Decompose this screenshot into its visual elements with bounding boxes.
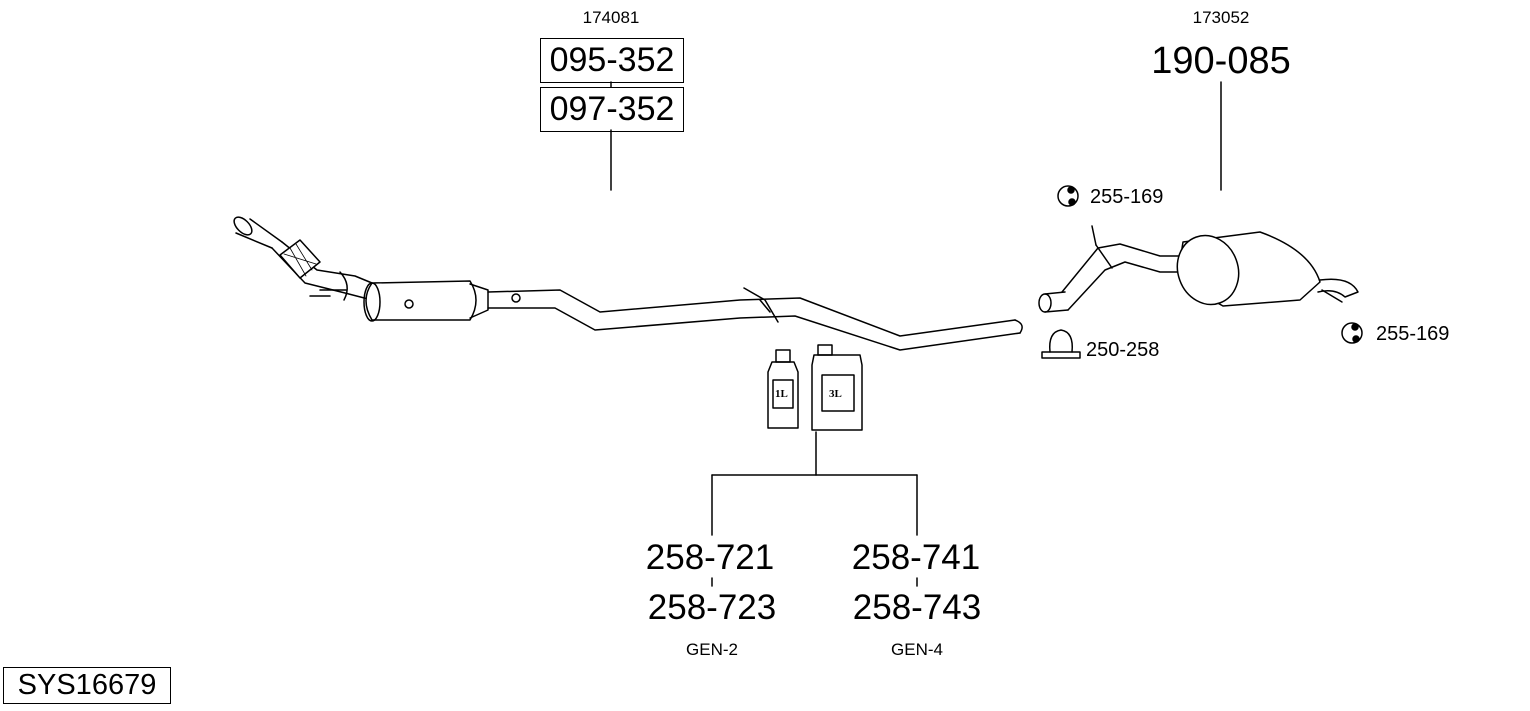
bottle-icon <box>767 349 799 429</box>
part-number-box[interactable]: 097-352 <box>540 87 684 132</box>
rubber-mount-icon <box>1057 185 1079 207</box>
part-number-box[interactable]: 095-352 <box>540 38 684 83</box>
paste-part-number[interactable]: 258-743 <box>852 588 982 627</box>
rear-muffler <box>1038 225 1359 313</box>
rubber-mount-icon <box>1341 322 1363 344</box>
bottle-label: 1L <box>775 388 788 400</box>
canister-icon <box>811 344 863 431</box>
rear-part-number[interactable]: 190-085 <box>1151 40 1291 82</box>
system-id: SYS16679 <box>3 667 171 704</box>
rear-section-ref: 173052 <box>1192 8 1250 27</box>
paste-group-name: GEN-4 <box>891 640 943 659</box>
clamp-icon <box>1041 329 1081 359</box>
paste-part-number[interactable]: 258-741 <box>851 538 981 577</box>
paste-part-number[interactable]: 258-721 <box>645 538 775 577</box>
accessory-part-number[interactable]: 255-169 <box>1376 323 1450 345</box>
canister-label: 3L <box>829 388 842 400</box>
accessory-part-number[interactable]: 255-169 <box>1090 186 1164 208</box>
front-section-ref: 174081 <box>582 8 640 27</box>
front-pipe-dpf <box>233 216 1023 351</box>
paste-group-name: GEN-2 <box>686 640 738 659</box>
paste-tree-lines <box>711 431 918 587</box>
paste-part-number[interactable]: 258-723 <box>647 588 777 627</box>
accessory-part-number[interactable]: 250-258 <box>1086 339 1160 361</box>
